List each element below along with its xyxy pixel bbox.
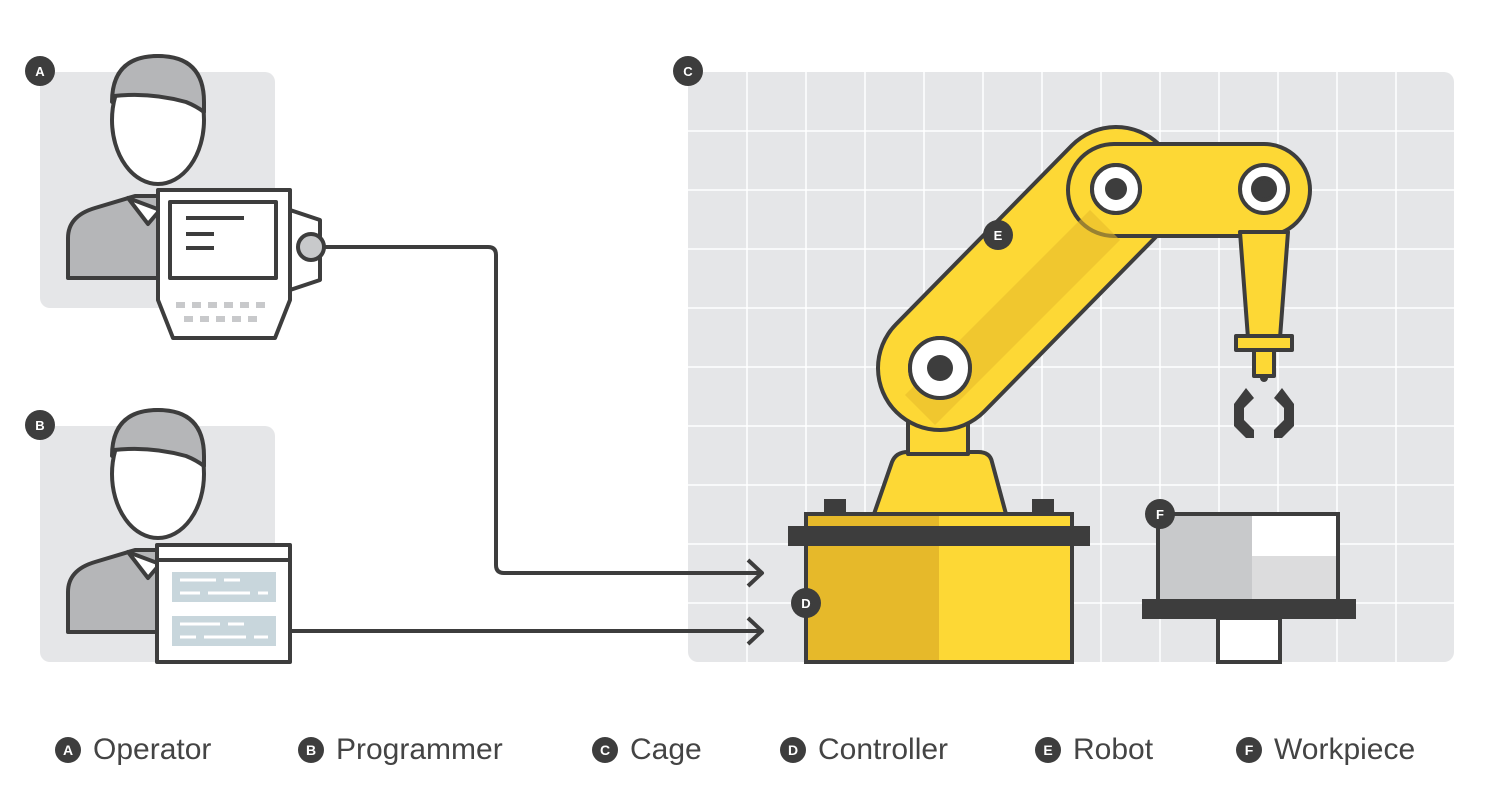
robot-arm-shading <box>905 163 1142 425</box>
connector-lines <box>292 245 764 646</box>
legend-label: Programmer <box>336 733 503 766</box>
badge-controller: D <box>791 588 821 618</box>
legend-badge: E <box>1035 737 1061 763</box>
legend-item-operator: A Operator <box>55 728 211 772</box>
workpiece <box>1142 512 1356 664</box>
legend-item-robot: E Robot <box>1035 728 1153 772</box>
badge-cage: C <box>673 56 703 86</box>
legend-badge: C <box>592 737 618 763</box>
gripper <box>1234 374 1294 438</box>
svg-text:E: E <box>994 228 1003 243</box>
svg-text:C: C <box>683 64 693 79</box>
svg-text:B: B <box>35 418 44 433</box>
controller <box>788 499 1090 664</box>
keypad <box>176 302 265 322</box>
legend-label: Cage <box>630 733 702 766</box>
legend-badge: D <box>780 737 806 763</box>
legend-item-workpiece: F Workpiece <box>1236 728 1415 772</box>
legend-item-cage: C Cage <box>592 728 702 772</box>
svg-text:F: F <box>1156 507 1164 522</box>
legend-badge: B <box>298 737 324 763</box>
legend-label: Controller <box>818 733 949 766</box>
legend-label: Operator <box>93 733 212 766</box>
legend-item-programmer: B Programmer <box>298 728 503 772</box>
operator-screen-lines <box>186 216 244 250</box>
badge-operator: A <box>25 56 55 86</box>
badge-robot: E <box>983 220 1013 250</box>
legend-badge: A <box>55 737 81 763</box>
svg-text:D: D <box>801 596 810 611</box>
badge-programmer: B <box>25 410 55 440</box>
legend-badge: F <box>1236 737 1262 763</box>
legend-label: Robot <box>1073 733 1154 766</box>
legend: A Operator B Programmer C Cage D Control… <box>0 728 1500 772</box>
badge-workpiece: F <box>1145 499 1175 529</box>
legend-item-controller: D Controller <box>780 728 948 772</box>
programmer-code-blocks <box>172 572 276 646</box>
legend-label: Workpiece <box>1274 733 1416 766</box>
svg-text:A: A <box>35 64 45 79</box>
